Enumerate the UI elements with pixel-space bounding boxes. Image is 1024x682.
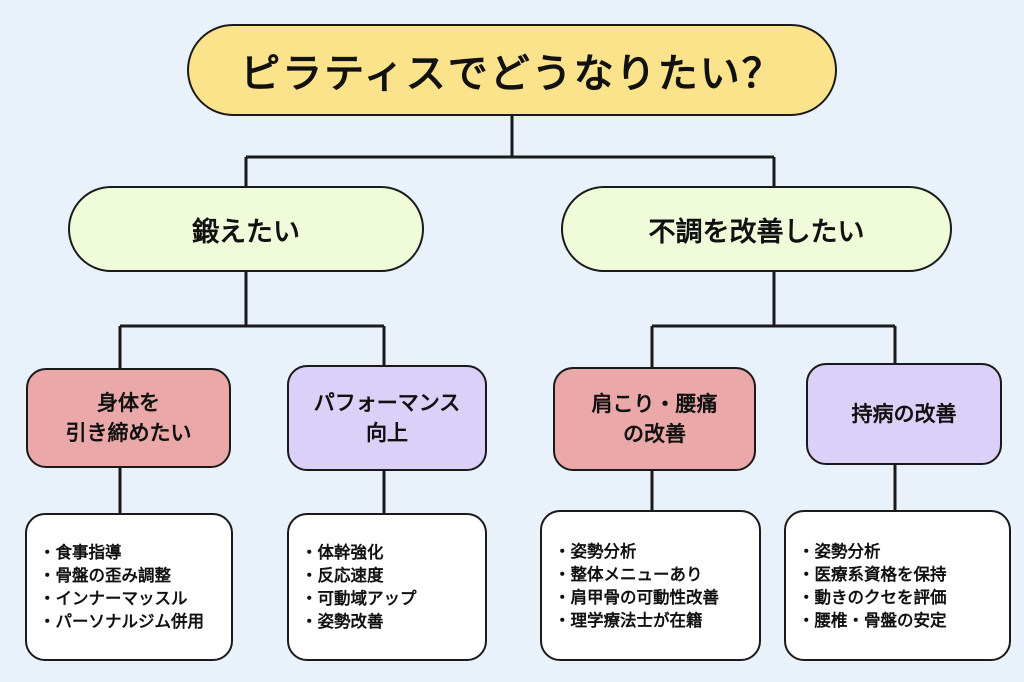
list-item: 肩甲骨の可動性改善 <box>554 586 720 609</box>
connector-left <box>118 272 386 368</box>
list-item: 姿勢分析 <box>554 540 719 563</box>
list-item: 整体メニューあり <box>554 563 719 586</box>
goal-performance: パフォーマンス 向上 <box>287 365 487 471</box>
list-item: 体幹強化 <box>301 541 417 564</box>
goal-stiffness-backpain: 肩こり・腰痛 の改善 <box>553 367 756 471</box>
connector-right <box>650 272 897 367</box>
list-item: 理学療法士が在籍 <box>554 609 719 632</box>
list-item: 可動域アップ <box>301 587 417 610</box>
connector-leaf-boxes <box>118 465 897 513</box>
list-item: 骨盤の歪み調整 <box>39 564 204 587</box>
feature-list-chronic-condition: 姿勢分析 医療系資格を保持 動きのクセを評価 腰椎・骨盤の安定 <box>784 510 1011 661</box>
list-item: 食事指導 <box>39 541 204 564</box>
root-question: ピラティスでどうなりたい？ <box>187 24 837 116</box>
goal-chronic-condition: 持病の改善 <box>806 363 1002 465</box>
list-item: インナーマッスル <box>39 587 204 610</box>
branch-improve: 不調を改善したい <box>561 186 952 272</box>
connector-root <box>244 116 776 186</box>
feature-list-tone-body: 食事指導 骨盤の歪み調整 インナーマッスル パーソナルジム併用 <box>25 513 233 661</box>
list-item: 動きのクセを評価 <box>798 586 947 609</box>
list-item: パーソナルジム併用 <box>39 610 205 633</box>
list-item: 反応速度 <box>301 564 417 587</box>
branch-train: 鍛えたい <box>68 186 424 272</box>
list-item: 姿勢分析 <box>798 540 947 563</box>
feature-list-stiffness-backpain: 姿勢分析 整体メニューあり 肩甲骨の可動性改善 理学療法士が在籍 <box>540 510 761 661</box>
goal-tone-body: 身体を 引き締めたい <box>26 368 231 468</box>
list-item: 腰椎・骨盤の安定 <box>798 609 947 632</box>
list-item: 姿勢改善 <box>301 610 417 633</box>
list-item: 医療系資格を保持 <box>798 563 947 586</box>
feature-list-performance: 体幹強化 反応速度 可動域アップ 姿勢改善 <box>287 513 487 661</box>
